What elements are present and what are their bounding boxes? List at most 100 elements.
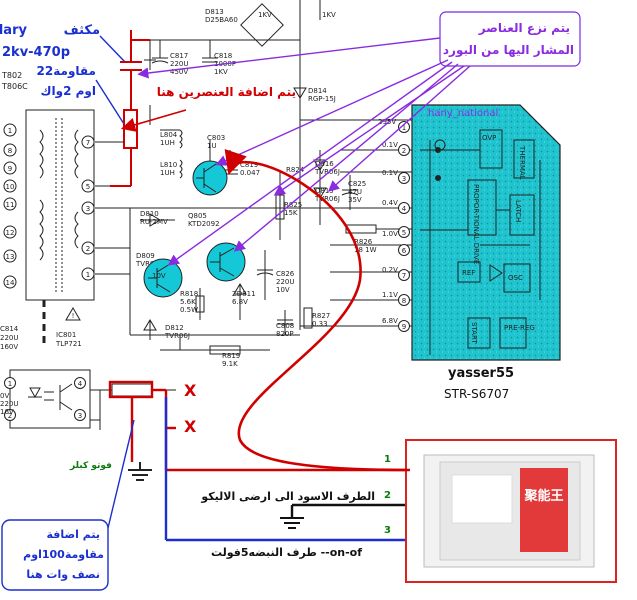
d813-value: D25BA60 [205, 16, 238, 24]
ic-pin: 6 [402, 247, 407, 255]
c826-v2: 10V [276, 286, 290, 294]
x-mark-1: X [184, 381, 197, 400]
cap-pointer [99, 35, 126, 63]
wire-number-1: 1 [384, 454, 391, 465]
highlight-transistor-1 [192, 160, 228, 196]
block-thermal: THERMAL [518, 145, 526, 180]
opto-left-val3: 16V [0, 408, 14, 416]
wire-number-3: 3 [384, 525, 391, 536]
voltage-6-8: 6.8V [382, 317, 398, 325]
add-resistor-box [1, 519, 109, 591]
d816-label: D816 [315, 160, 334, 168]
c817-v1: 220U [170, 60, 188, 68]
ic-pin: 5 [402, 229, 406, 237]
module-brand-text: 聚能王 [523, 488, 563, 504]
block-osc: OSC [508, 274, 523, 282]
voltage-295: 295V [378, 118, 396, 126]
ground-symbol-left [128, 462, 152, 481]
ic-pin: 9 [402, 323, 406, 331]
r819-value: 9.1K [222, 360, 238, 368]
pin-label: 1 [8, 127, 12, 135]
remove-note-line1: يتم نزع العناصر [478, 21, 570, 35]
transformer-ref: T802 [1, 71, 22, 80]
pin-label: 12 [6, 229, 15, 237]
add-components-arrow [120, 109, 187, 132]
module-label-area [451, 474, 513, 524]
black-wire-note: الطرف الاسود الى ارضى الاليكو [200, 490, 375, 503]
c814-label: C814 [0, 325, 19, 333]
zd811-label: ZD811 [232, 290, 256, 298]
author-label: yasser55 [448, 366, 514, 381]
bottom-left-circuit [9, 300, 176, 430]
resistor-arabic-label: مقاومة22 [37, 64, 96, 79]
voltage-0-1b: 0.1V [382, 169, 398, 177]
l810-label: L810 [160, 161, 177, 169]
ic-str-s6707 [411, 104, 561, 361]
ic-pin: 2 [402, 147, 406, 155]
c814-v2: 160V [0, 343, 18, 351]
l804-label: L804 [160, 131, 178, 139]
pin-label: 14 [6, 279, 15, 287]
c818-v2: 1KV [214, 68, 228, 76]
voltage-0-1a: 0.1V [382, 141, 398, 149]
warning-icon-mark: ! [72, 312, 75, 320]
remove-note-line2: المشار اليها من البورد [443, 43, 574, 58]
transformer-pins-left: 1 8 9 10 11 12 13 14 [3, 123, 17, 289]
r818-v1: 5.6K [180, 298, 196, 306]
c817-v2: 450V [170, 68, 188, 76]
c803-value: 1U [207, 142, 217, 150]
d815-label: D815 [315, 187, 334, 195]
r826-label: R826 [354, 238, 373, 246]
opto-pin: 2 [8, 412, 12, 420]
r819-label: R819 [222, 352, 240, 360]
add-resistor-line1: يتم اضافة [47, 528, 100, 541]
r825-label: R825 [284, 201, 302, 209]
add-resistor-line2: مقاومة100اوم [23, 548, 104, 561]
q805-label: Q805 [188, 212, 207, 220]
resistor-pointer [95, 79, 125, 125]
label-capacitor-arabic: مكثف [64, 23, 100, 38]
block-start: START [470, 322, 478, 344]
ground-symbol-right [280, 517, 304, 529]
pin-label: 3 [86, 205, 90, 213]
opto-left-val: 0V [0, 392, 9, 400]
module-brand-plate [520, 468, 568, 552]
wire-number-2: 2 [384, 490, 391, 501]
d814-label: D814 [308, 87, 327, 95]
c818-label: C818 [214, 52, 232, 60]
d812-label: D812 [165, 324, 184, 332]
ic801-label: IC801 [56, 331, 76, 339]
q805-value: KTD2092 [188, 220, 220, 228]
voltage-1-0: 1.0V [382, 230, 398, 238]
block-prop: PROPOR-TIONAL DRIVE [472, 184, 480, 264]
r827-label: R827 [312, 312, 330, 320]
l810-value: 1UH [160, 169, 175, 177]
pin-label: 2 [86, 245, 90, 253]
ic-brand-label: hany_national [428, 108, 498, 119]
zd811-value: 6.8V [232, 298, 248, 306]
ic-part-label: STR-S6707 [444, 387, 509, 401]
ic-pin: 8 [402, 297, 406, 305]
d810-value: RU-2MV [140, 218, 168, 226]
ic-pin: 1 [402, 124, 406, 132]
block-ovp: OVP [482, 134, 496, 142]
d809-label: D809 [136, 252, 155, 260]
voltage-1kv-2: 1KV [322, 11, 336, 19]
d812-value: TVR06J [164, 332, 190, 340]
remove-arrows [137, 37, 471, 266]
pin-label: 5 [86, 183, 90, 191]
r825-value: 15K [284, 209, 298, 217]
l804-value: 1UH [160, 139, 175, 147]
pin-label: 13 [6, 253, 15, 261]
ic-pin: 4 [402, 205, 407, 213]
x-mark-2: X [184, 417, 197, 436]
warning-icon [65, 307, 81, 321]
c825-v1: 47U [348, 188, 362, 196]
pin-label: 8 [8, 147, 12, 155]
block-pre: PRE-REG [504, 324, 535, 332]
opto-pin: 1 [8, 380, 12, 388]
d816-value: TVR06J [314, 168, 340, 176]
r826-value: 18 1W [354, 246, 377, 254]
pin-label: 11 [6, 201, 15, 209]
transformer-ref-b: T806C [1, 82, 28, 91]
